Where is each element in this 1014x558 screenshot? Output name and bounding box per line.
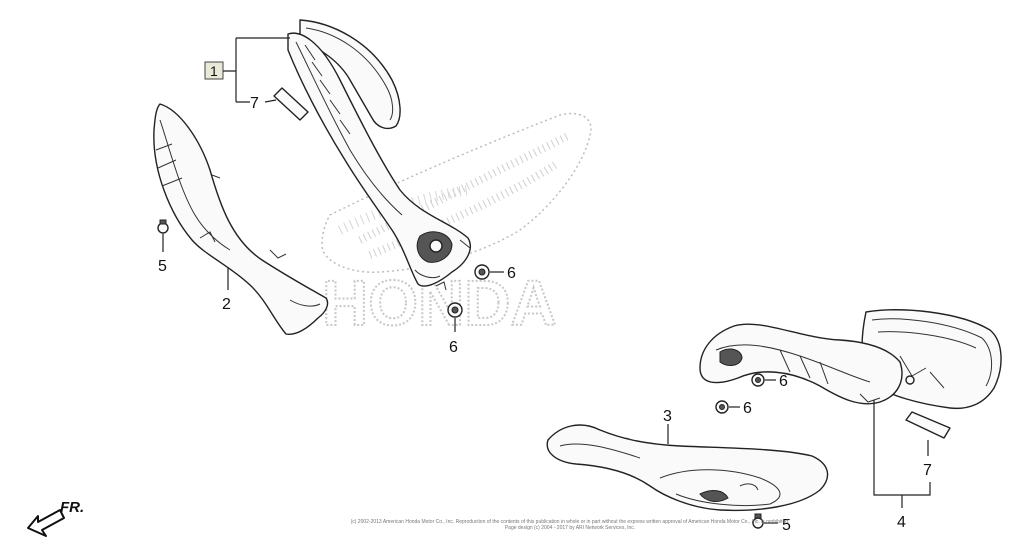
copyright-line-2: Page design (c) 2004 - 2017 by ARI Netwo…: [504, 525, 636, 531]
arrow-icon: [27, 509, 65, 537]
callout-7-upper: 7: [250, 95, 259, 112]
callout-5-lower: 5: [782, 517, 791, 534]
callout-6-upper: 6: [507, 265, 516, 282]
mirror-cover-lower: [546, 424, 829, 512]
nut-lower-middle: 6: [447, 302, 463, 356]
callout-6-lower-a: 6: [779, 373, 788, 390]
copyright-line-1: (c) 2002-2013 American Honda Motor Co., …: [350, 519, 790, 525]
front-direction-arrow: FR.: [27, 499, 84, 537]
nut-lower-right-b: 6: [715, 400, 752, 417]
pad-upper: [273, 87, 309, 121]
callout-3: 3: [663, 408, 672, 425]
leader-4: [873, 400, 931, 508]
copyright-notice: (c) 2002-2013 American Honda Motor Co., …: [300, 519, 840, 531]
screw-left: 5: [157, 219, 169, 275]
callout-2: 2: [222, 296, 231, 313]
mirror-cover-left: [153, 103, 329, 335]
callout-5-left: 5: [158, 258, 167, 275]
front-direction-label: FR.: [60, 499, 84, 516]
callout-1-group: 1 7: [204, 37, 290, 112]
callout-7-lower: 7: [923, 462, 932, 479]
callout-4: 4: [897, 514, 906, 531]
mirror-assembly-lower: [699, 309, 1002, 410]
pad-lower: [905, 411, 951, 439]
callout-6-middle: 6: [449, 339, 458, 356]
screw-lower: 5: [752, 513, 791, 534]
callout-1: 1: [210, 63, 218, 79]
callout-6-lower-b: 6: [743, 400, 752, 417]
mirror-assembly-upper: [287, 19, 471, 291]
nut-upper-right: 6: [474, 264, 516, 282]
nut-lower-right-a: 6: [751, 373, 788, 390]
